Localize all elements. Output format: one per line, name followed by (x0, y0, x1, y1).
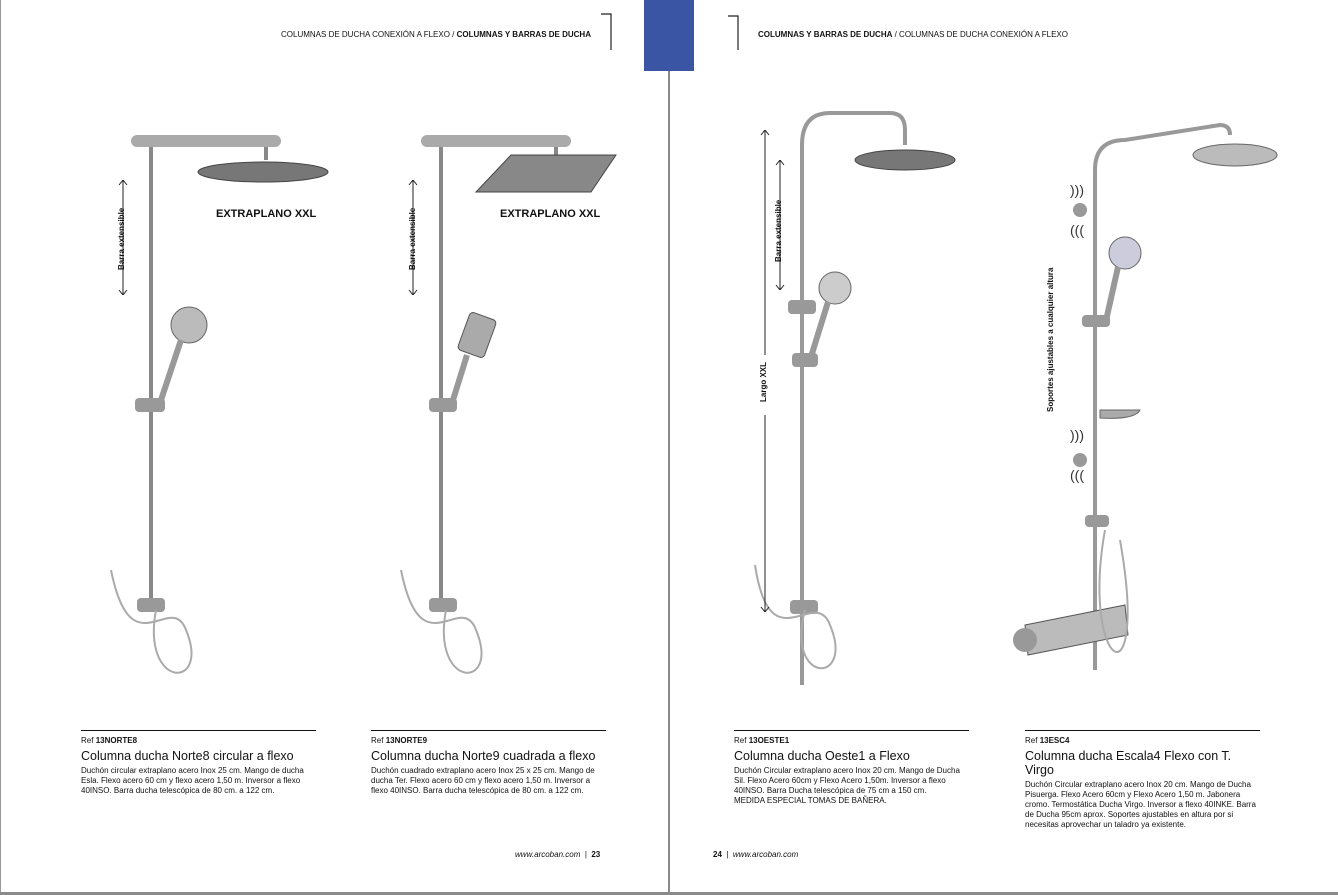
vertical-label: Barra extensible (774, 199, 783, 262)
shower-logo-icon (601, 13, 612, 50)
product-escala4: Ref 13ESC4 Columna ducha Escala4 Flexo c… (1025, 730, 1260, 830)
length-arrow-icon (760, 130, 770, 612)
right-page: COLUMNAS Y BARRAS DE DUCHA / COLUMNAS DE… (670, 0, 1338, 892)
extension-arrow-icon (408, 180, 418, 295)
callout-extraplano: EXTRAPLANO XXL (216, 208, 317, 220)
product-description: Duchón cuadrado extraplano acero Inox 25… (371, 766, 595, 795)
adjust-indicator-icon: )))((( (1070, 427, 1084, 483)
product-oeste1: Ref 13OESTE1 Columna ducha Oeste1 a Flex… (734, 730, 969, 806)
left-header: COLUMNAS DE DUCHA CONEXIÓN A FLEXO / COL… (281, 30, 591, 39)
shower-logo-icon (728, 15, 739, 50)
product-title: Columna ducha Norte8 circular a flexo (81, 749, 294, 763)
vertical-label: Soportes ajustables a cualquier altura (1046, 267, 1055, 413)
adjust-indicator-icon: )))((( (1070, 182, 1084, 238)
vertical-label: Barra extensible (408, 207, 417, 270)
right-footer: 24 | www.arcoban.com (713, 850, 799, 859)
product-title: Columna ducha Oeste1 a Flexo (734, 749, 910, 763)
extension-arrow-icon (118, 180, 128, 295)
left-page: COLUMNAS DE DUCHA CONEXIÓN A FLEXO / COL… (0, 0, 668, 892)
vertical-label-length: Largo XXL (759, 361, 768, 402)
shower-column-image-norte8 (110, 135, 329, 674)
shower-column-image-norte9 (400, 135, 617, 674)
shower-column-image-escala4 (1013, 122, 1278, 670)
product-title: Columna ducha Norte9 cuadrada a flexo (371, 749, 596, 763)
product-norte9: Ref 13NORTE9 Columna ducha Norte9 cuadra… (371, 730, 606, 796)
product-description: Duchón circular extraplano acero Inox 25… (81, 766, 304, 795)
extension-arrow-icon (775, 160, 785, 290)
product-norte8: Ref 13NORTE8 Columna ducha Norte8 circul… (81, 730, 316, 796)
product-description: Duchón Circular extraplano acero Inox 20… (1025, 780, 1256, 829)
product-title: Columna ducha Escala4 Flexo con T. Virgo (1025, 749, 1232, 777)
product-note: MEDIDA ESPECIAL TOMAS DE BAÑERA. (734, 796, 887, 805)
website-link[interactable]: www.arcoban.com (732, 850, 799, 859)
product-description: Duchón Circular extraplano acero Inox 20… (734, 766, 960, 795)
right-header: COLUMNAS Y BARRAS DE DUCHA / COLUMNAS DE… (758, 30, 1068, 39)
shower-column-image-oeste1 (754, 111, 956, 685)
left-footer: www.arcoban.com | 23 (515, 850, 601, 859)
website-link[interactable]: www.arcoban.com (515, 850, 581, 859)
callout-extraplano: EXTRAPLANO XXL (500, 208, 601, 220)
vertical-label: Barra extensible (117, 207, 126, 270)
section-tab (644, 0, 694, 71)
